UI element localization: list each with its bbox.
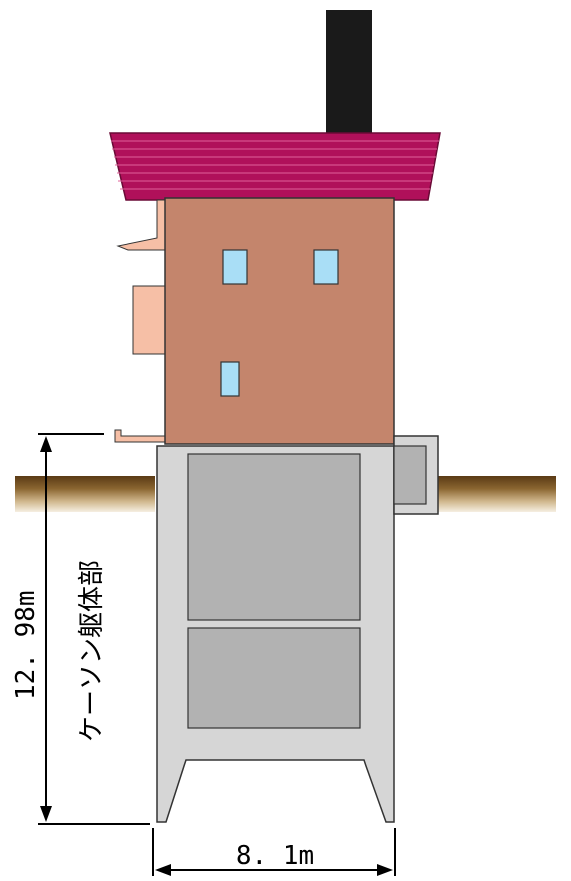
width-dimension [152,828,396,876]
width-label: 8. 1m [236,841,314,871]
bay-window [132,285,166,355]
ground-right [438,476,556,512]
balcony-upper [116,199,166,251]
window-upper-left [222,249,248,285]
height-dimension [38,433,150,825]
caisson-chamber-lower [187,627,361,729]
roof [109,132,441,201]
balcony-lower [114,429,166,443]
caisson-chamber-upper [187,453,361,621]
ground-left [15,476,155,512]
building-wall [164,197,395,445]
caisson-body [156,435,439,823]
height-label: 12. 98m [11,590,41,700]
caisson-body-label: ケーソン躯体部 [77,560,107,742]
window-lower [220,361,240,397]
window-upper-right [313,249,339,285]
